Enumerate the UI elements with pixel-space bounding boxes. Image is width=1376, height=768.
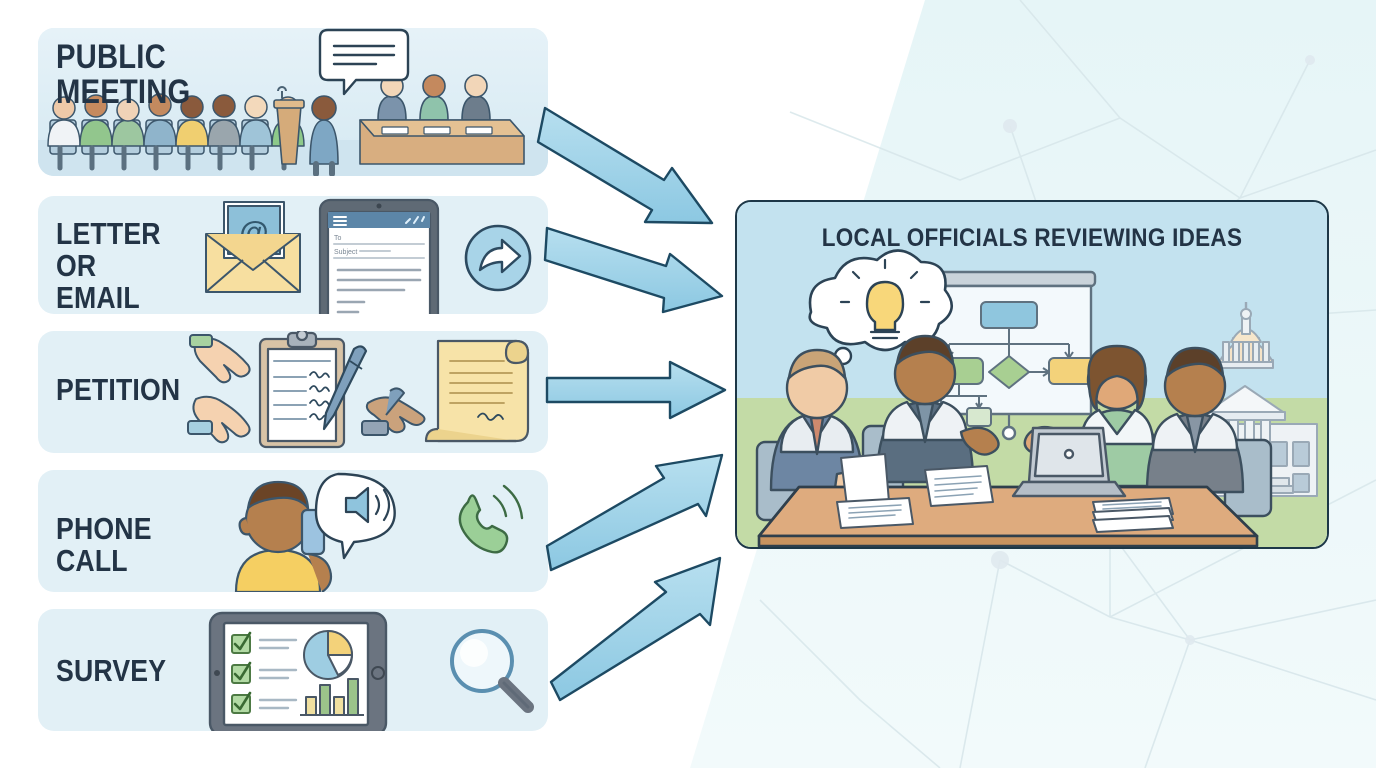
conference-table [757,485,1259,547]
pen-icon [322,345,368,431]
channel-card-letter-or-email[interactable]: @ To [38,196,548,314]
arrow-survey [549,556,722,702]
channel-label-phone-call: PHONE CALL [56,511,152,578]
channel-card-list: @ To [38,28,548,731]
channel-card-petition[interactable] [38,331,548,453]
arrow-letter-or-email [543,226,724,314]
send-arrow-icon [464,224,532,292]
tablet-survey-icon [208,611,388,731]
pointing-hand-icon-2 [187,395,251,444]
pointing-hand-icon [189,334,251,384]
petition-illustration [187,331,530,449]
laptop-icon [1011,426,1127,498]
arrow-petition [545,360,727,420]
signing-hand-icon [361,387,426,436]
channel-card-public-meeting[interactable] [38,28,548,176]
officials-meeting-illustration [737,202,1327,547]
letter-email-illustration: @ To [205,198,532,314]
survey-illustration [208,611,534,731]
outcome-panel-title: LOCAL OFFICIALS REVIEWING IDEAS [821,224,1243,252]
channel-label-public-meeting: PUBLIC MEETING [56,38,191,111]
speaker-bubble-icon [314,472,396,560]
channel-label-letter-or-email: LETTER OR EMAIL [56,216,161,316]
channel-card-phone-call[interactable] [38,470,548,592]
scroll-document-icon [424,339,530,443]
phone-call-illustration [234,472,524,592]
tablet-email-icon: To Subject [318,198,440,314]
document-stack-icon [836,453,1174,533]
channel-label-survey: SURVEY [56,653,167,688]
arrow-public-meeting [536,106,714,225]
channel-card-survey[interactable] [38,609,548,731]
envelope-at-icon: @ [205,201,301,293]
lightbulb-icon [839,258,931,340]
svg-text:To: To [334,235,342,242]
magnifier-icon [450,629,534,713]
phone-handset-icon [458,484,524,554]
arrow-phone-call [545,453,724,572]
channel-label-petition: PETITION [56,372,181,407]
svg-text:Subject: Subject [334,249,357,256]
thought-bubble-icon [808,249,953,378]
person-on-phone-icon [234,480,333,592]
public-meeting-illustration [38,28,548,176]
outcome-panel-officials[interactable]: LOCAL OFFICIALS REVIEWING IDEAS [735,200,1329,549]
official-person-icon-4 [1108,346,1273,518]
speech-bubble-icon [318,28,410,96]
clipboard-signatures-icon [258,331,346,449]
